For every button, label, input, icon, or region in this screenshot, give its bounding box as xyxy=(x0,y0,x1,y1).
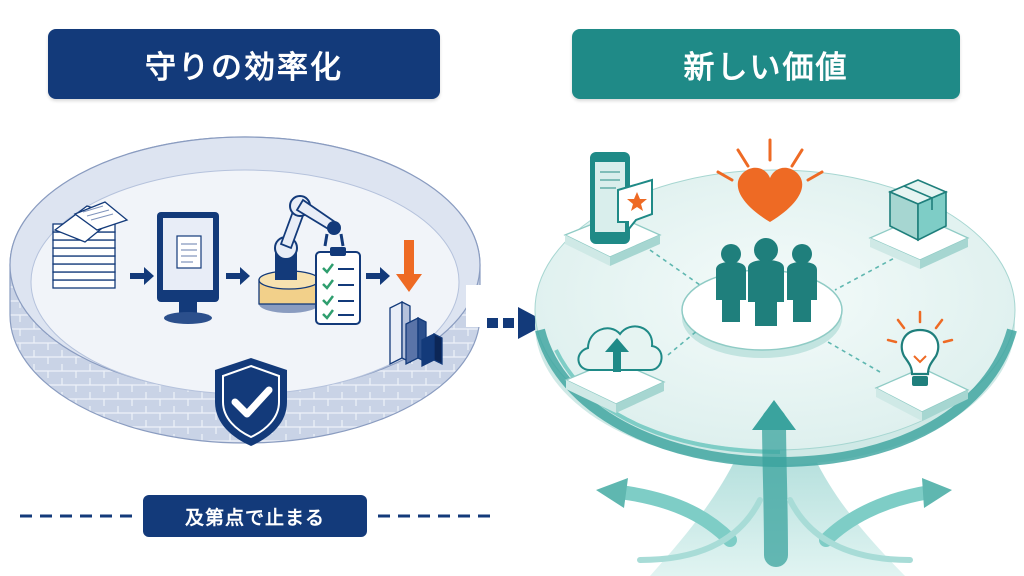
walled-enclosure xyxy=(9,136,488,444)
cloud-upload-icon xyxy=(564,325,666,413)
flow-arrow xyxy=(130,267,154,285)
robot-arm-icon xyxy=(258,195,345,313)
package-box-icon xyxy=(868,179,970,269)
shield-check-icon xyxy=(215,358,287,446)
left-section-title: 守りの効率化 xyxy=(48,29,440,99)
monitor-document-icon xyxy=(157,212,219,324)
right-section-title: 新しい価値 xyxy=(572,29,960,99)
smartphone-star-icon xyxy=(563,152,662,266)
flow-arrow xyxy=(366,267,390,285)
growth-arrows xyxy=(596,400,952,567)
people-heart-icon xyxy=(716,138,824,326)
document-stack-icon xyxy=(52,201,129,289)
stop-caption: 及第点で止まる xyxy=(143,495,367,537)
flow-arrow xyxy=(226,267,250,285)
lightbulb-icon xyxy=(874,310,970,421)
transition-arrow xyxy=(487,307,548,339)
checklist-icon xyxy=(315,247,361,325)
hub-connectors xyxy=(649,249,901,373)
declining-chart-icon xyxy=(389,240,443,368)
